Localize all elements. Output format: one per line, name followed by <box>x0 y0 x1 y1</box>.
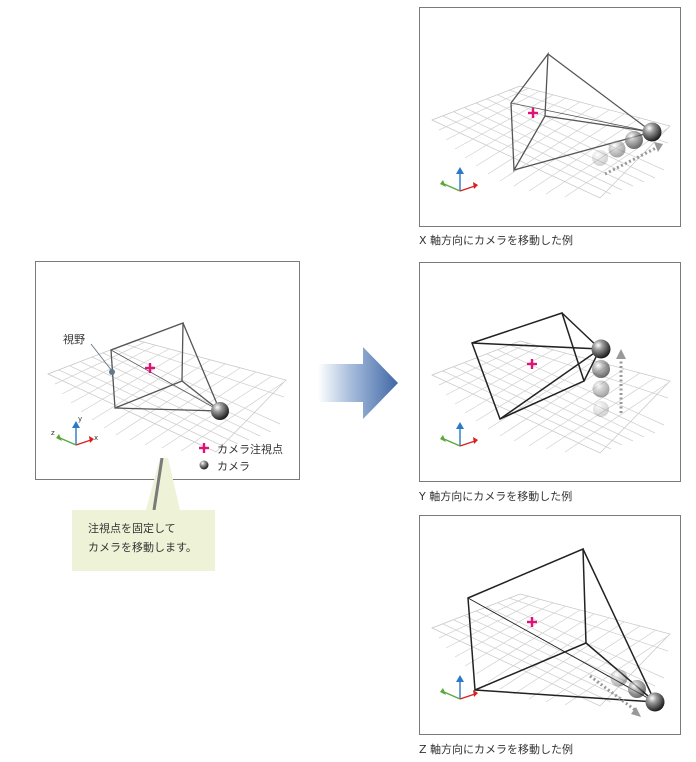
view-frustum <box>471 312 601 421</box>
axis-label-x: x <box>94 434 99 442</box>
fov-leader-line <box>90 343 113 372</box>
ground-grid <box>431 85 671 199</box>
example-y-caption: Y 軸方向にカメラを移動した例 <box>419 490 573 503</box>
legend-camera-label: カメラ <box>217 460 250 473</box>
example-z-canvas <box>431 547 671 717</box>
example-x-caption: X 軸方向にカメラを移動した例 <box>419 234 574 247</box>
example-x-canvas <box>431 51 671 199</box>
callout-line-2: カメラを移動します。 <box>88 541 197 554</box>
example-y-panel <box>419 262 681 482</box>
camera-trail <box>610 669 665 712</box>
camera-target-marker <box>145 363 155 373</box>
camera-target-marker <box>528 108 538 118</box>
fov-leader-dot <box>109 369 115 375</box>
main-scene-panel: 視野 y x z カメラ注視点 カメラ <box>35 261 300 480</box>
view-frustum <box>110 322 221 412</box>
legend-target-label: カメラ注視点 <box>217 443 283 456</box>
callout-pointer <box>146 458 180 511</box>
axis-label-y: y <box>78 415 83 423</box>
motion-arrow <box>604 146 657 176</box>
camera-sphere <box>211 402 229 420</box>
example-y-canvas <box>431 312 671 454</box>
example-z-panel <box>419 515 681 735</box>
example-x-panel <box>419 7 681 227</box>
ground-grid <box>431 340 671 454</box>
example-z-caption: Z 軸方向にカメラを移動した例 <box>419 743 574 756</box>
axis-gizmo <box>440 422 478 447</box>
camera-trail <box>591 339 611 417</box>
camera-target-marker <box>527 617 537 627</box>
camera-trail <box>592 122 662 166</box>
main-scene-canvas <box>47 322 287 470</box>
axis-gizmo <box>440 675 478 700</box>
legend-camera-icon <box>199 460 209 470</box>
transition-arrow <box>318 347 398 419</box>
callout-line-1: 注視点を固定して <box>88 522 176 535</box>
callout-box: 注視点を固定して カメラを移動します。 <box>72 510 215 571</box>
ground-grid <box>47 339 287 453</box>
motion-arrow <box>589 674 636 712</box>
camera-target-marker <box>527 359 537 369</box>
axis-gizmo <box>440 167 478 192</box>
fov-label: 視野 <box>63 333 85 346</box>
axis-label-z: z <box>51 429 55 437</box>
legend-target-icon <box>199 443 209 453</box>
axis-gizmo <box>56 421 94 446</box>
